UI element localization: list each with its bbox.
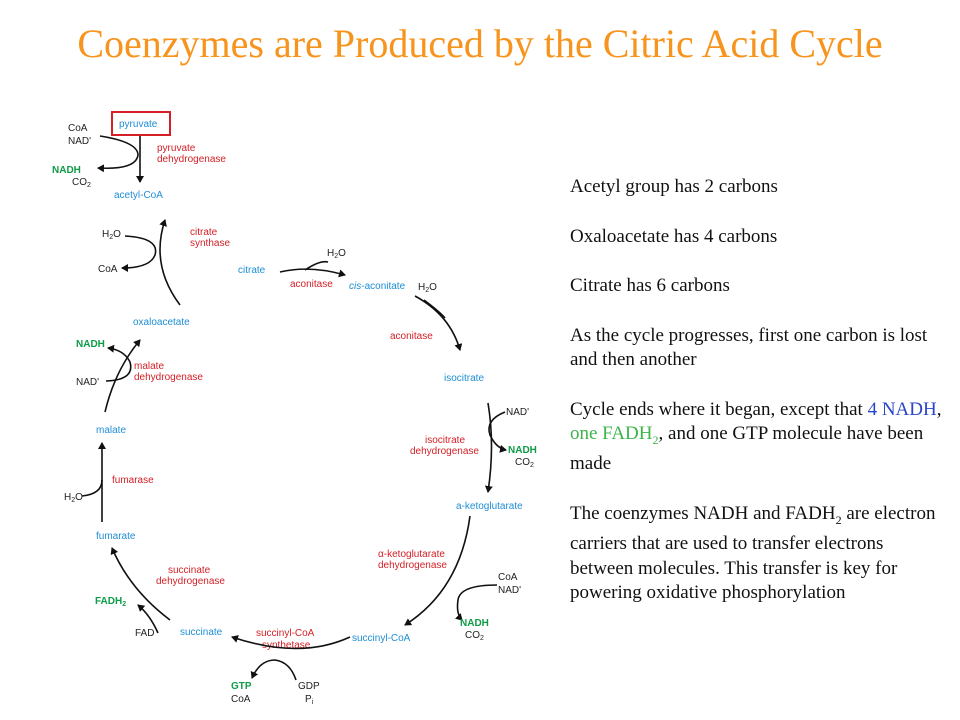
coa-label-1: CoA [68, 123, 88, 134]
fad-label: FAD [135, 628, 154, 639]
notes-panel: Acetyl group has 2 carbons Oxaloacetate … [570, 175, 950, 631]
pyruvate-dehydrogenase-line2: dehydrogenase [157, 154, 226, 165]
co2-label-1: CO2 [72, 177, 91, 189]
akgdh-side-arrow [454, 584, 498, 621]
pyruvate-dehydrogenase-line1: pyruvate [157, 143, 196, 154]
co2-label-3: CO2 [515, 457, 534, 469]
citrate-label: citrate [238, 265, 266, 276]
nad-label-4: NAD' [498, 585, 521, 596]
gdp-label: GDP [298, 681, 320, 692]
malate-dehydrogenase-line1: malate [134, 361, 164, 372]
citrate-synthase-line2: synthase [190, 238, 230, 249]
fadh2-count-text: one FADH2 [570, 423, 659, 447]
isocitrate-dehydrogenase-line1: isocitrate [425, 435, 465, 446]
nadh-label-4: NADH [460, 618, 489, 629]
note-acetyl: Acetyl group has 2 carbons [570, 176, 778, 197]
fumarase-label: fumarase [112, 475, 154, 486]
succinate-dehydrogenase-line2: dehydrogenase [156, 576, 225, 587]
aconitase1-arrow [279, 268, 346, 278]
note-citrate: Citrate has 6 carbons [570, 275, 730, 296]
oxaloacetate-label: oxaloacetate [133, 317, 190, 328]
acetyl-coa-label: acetyl-CoA [114, 190, 163, 201]
fumarase-side-arrow [81, 479, 103, 497]
fadh2-label: FADH2 [95, 596, 126, 608]
gtp-label: GTP [231, 681, 252, 692]
aconitase-label-2: aconitase [390, 331, 433, 342]
note-cycle-end: Cycle ends where it began, except that 4… [570, 398, 942, 475]
malate-dehydrogenase-arrow [104, 339, 141, 413]
idh-side-arrow [488, 411, 507, 453]
coa-label-5: CoA [231, 694, 251, 705]
succinate-dehydrogenase-line1: succinate [168, 565, 211, 576]
nadh-label-3: NADH [508, 445, 537, 456]
citric-acid-cycle-diagram: pyruvate CoA NAD' NADH CO2 pyruvate dehy… [52, 111, 537, 706]
slide-title: Coenzymes are Produced by the Citric Aci… [77, 21, 883, 66]
nadh-label-2: NADH [76, 339, 105, 350]
idh-arrow [484, 402, 493, 493]
coa-label-4: CoA [498, 572, 518, 583]
coa-label-2: CoA [98, 264, 118, 275]
md-side-arrow [105, 344, 132, 382]
note-carbon-loss: As the cycle progresses, first one carbo… [570, 324, 928, 371]
fumarate-label: fumarate [96, 531, 136, 542]
succinyl-coa-synthetase-line2: synthetase [262, 640, 311, 651]
succinate-dehydrogenase-arrow [110, 547, 171, 621]
pyruvate-label: pyruvate [119, 119, 158, 130]
cis-aconitate-label: cis-aconitate [349, 281, 406, 292]
alpha-ketoglutarate-label: a-ketoglutarate [456, 501, 523, 512]
isocitrate-dehydrogenase-line2: dehydrogenase [410, 446, 479, 457]
note-oxaloacetate: Oxaloacetate has 4 carbons [570, 225, 778, 247]
aconitase-label-1: aconitase [290, 279, 333, 290]
sdh-side-arrow [137, 604, 159, 634]
co2-label-4: CO2 [465, 630, 484, 642]
note-electron-carriers: The coenzymes NADH and FADH2 are electro… [570, 502, 936, 604]
akg-dehydrogenase-line1: α-ketoglutarate [378, 549, 445, 560]
malate-label: malate [96, 425, 126, 436]
succinyl-coa-synthetase-line1: succinyl-CoA [256, 628, 315, 639]
h2o-label-4: H2O [64, 492, 83, 504]
pdh-side-arrow [97, 135, 139, 173]
h2o-label-2: H2O [327, 248, 346, 260]
pyruvate-highlight-box [111, 111, 171, 136]
akg-dehydrogenase-line2: dehydrogenase [378, 560, 447, 571]
nadh-label-1: NADH [52, 165, 81, 176]
cs-side-arrow [121, 235, 157, 272]
aconitase2-side-arrow [423, 299, 446, 319]
nad-label-2: NAD' [76, 377, 99, 388]
h2o-label-3: H2O [418, 282, 437, 294]
succinyl-coa-label: succinyl-CoA [352, 633, 411, 644]
aconitase1-side-arrow [304, 260, 329, 271]
pi-label: Pi [305, 694, 314, 706]
nad-label-3: NAD' [506, 407, 529, 418]
h2o-label-1: H2O [102, 229, 121, 241]
isocitrate-label: isocitrate [444, 373, 484, 384]
citrate-synthase-arrow [159, 219, 181, 306]
nad-label-1: NAD' [68, 136, 91, 147]
nadh-count-text: 4 NADH [867, 398, 937, 420]
succinate-label: succinate [180, 627, 223, 638]
aconitase2-arrow [414, 295, 463, 351]
succinyl-coa-synthetase-arrow [231, 635, 351, 650]
scs-side-arrow [250, 659, 297, 681]
citrate-synthase-line1: citrate [190, 227, 218, 238]
malate-dehydrogenase-line2: dehydrogenase [134, 372, 203, 383]
akgdh-arrow [404, 515, 471, 626]
